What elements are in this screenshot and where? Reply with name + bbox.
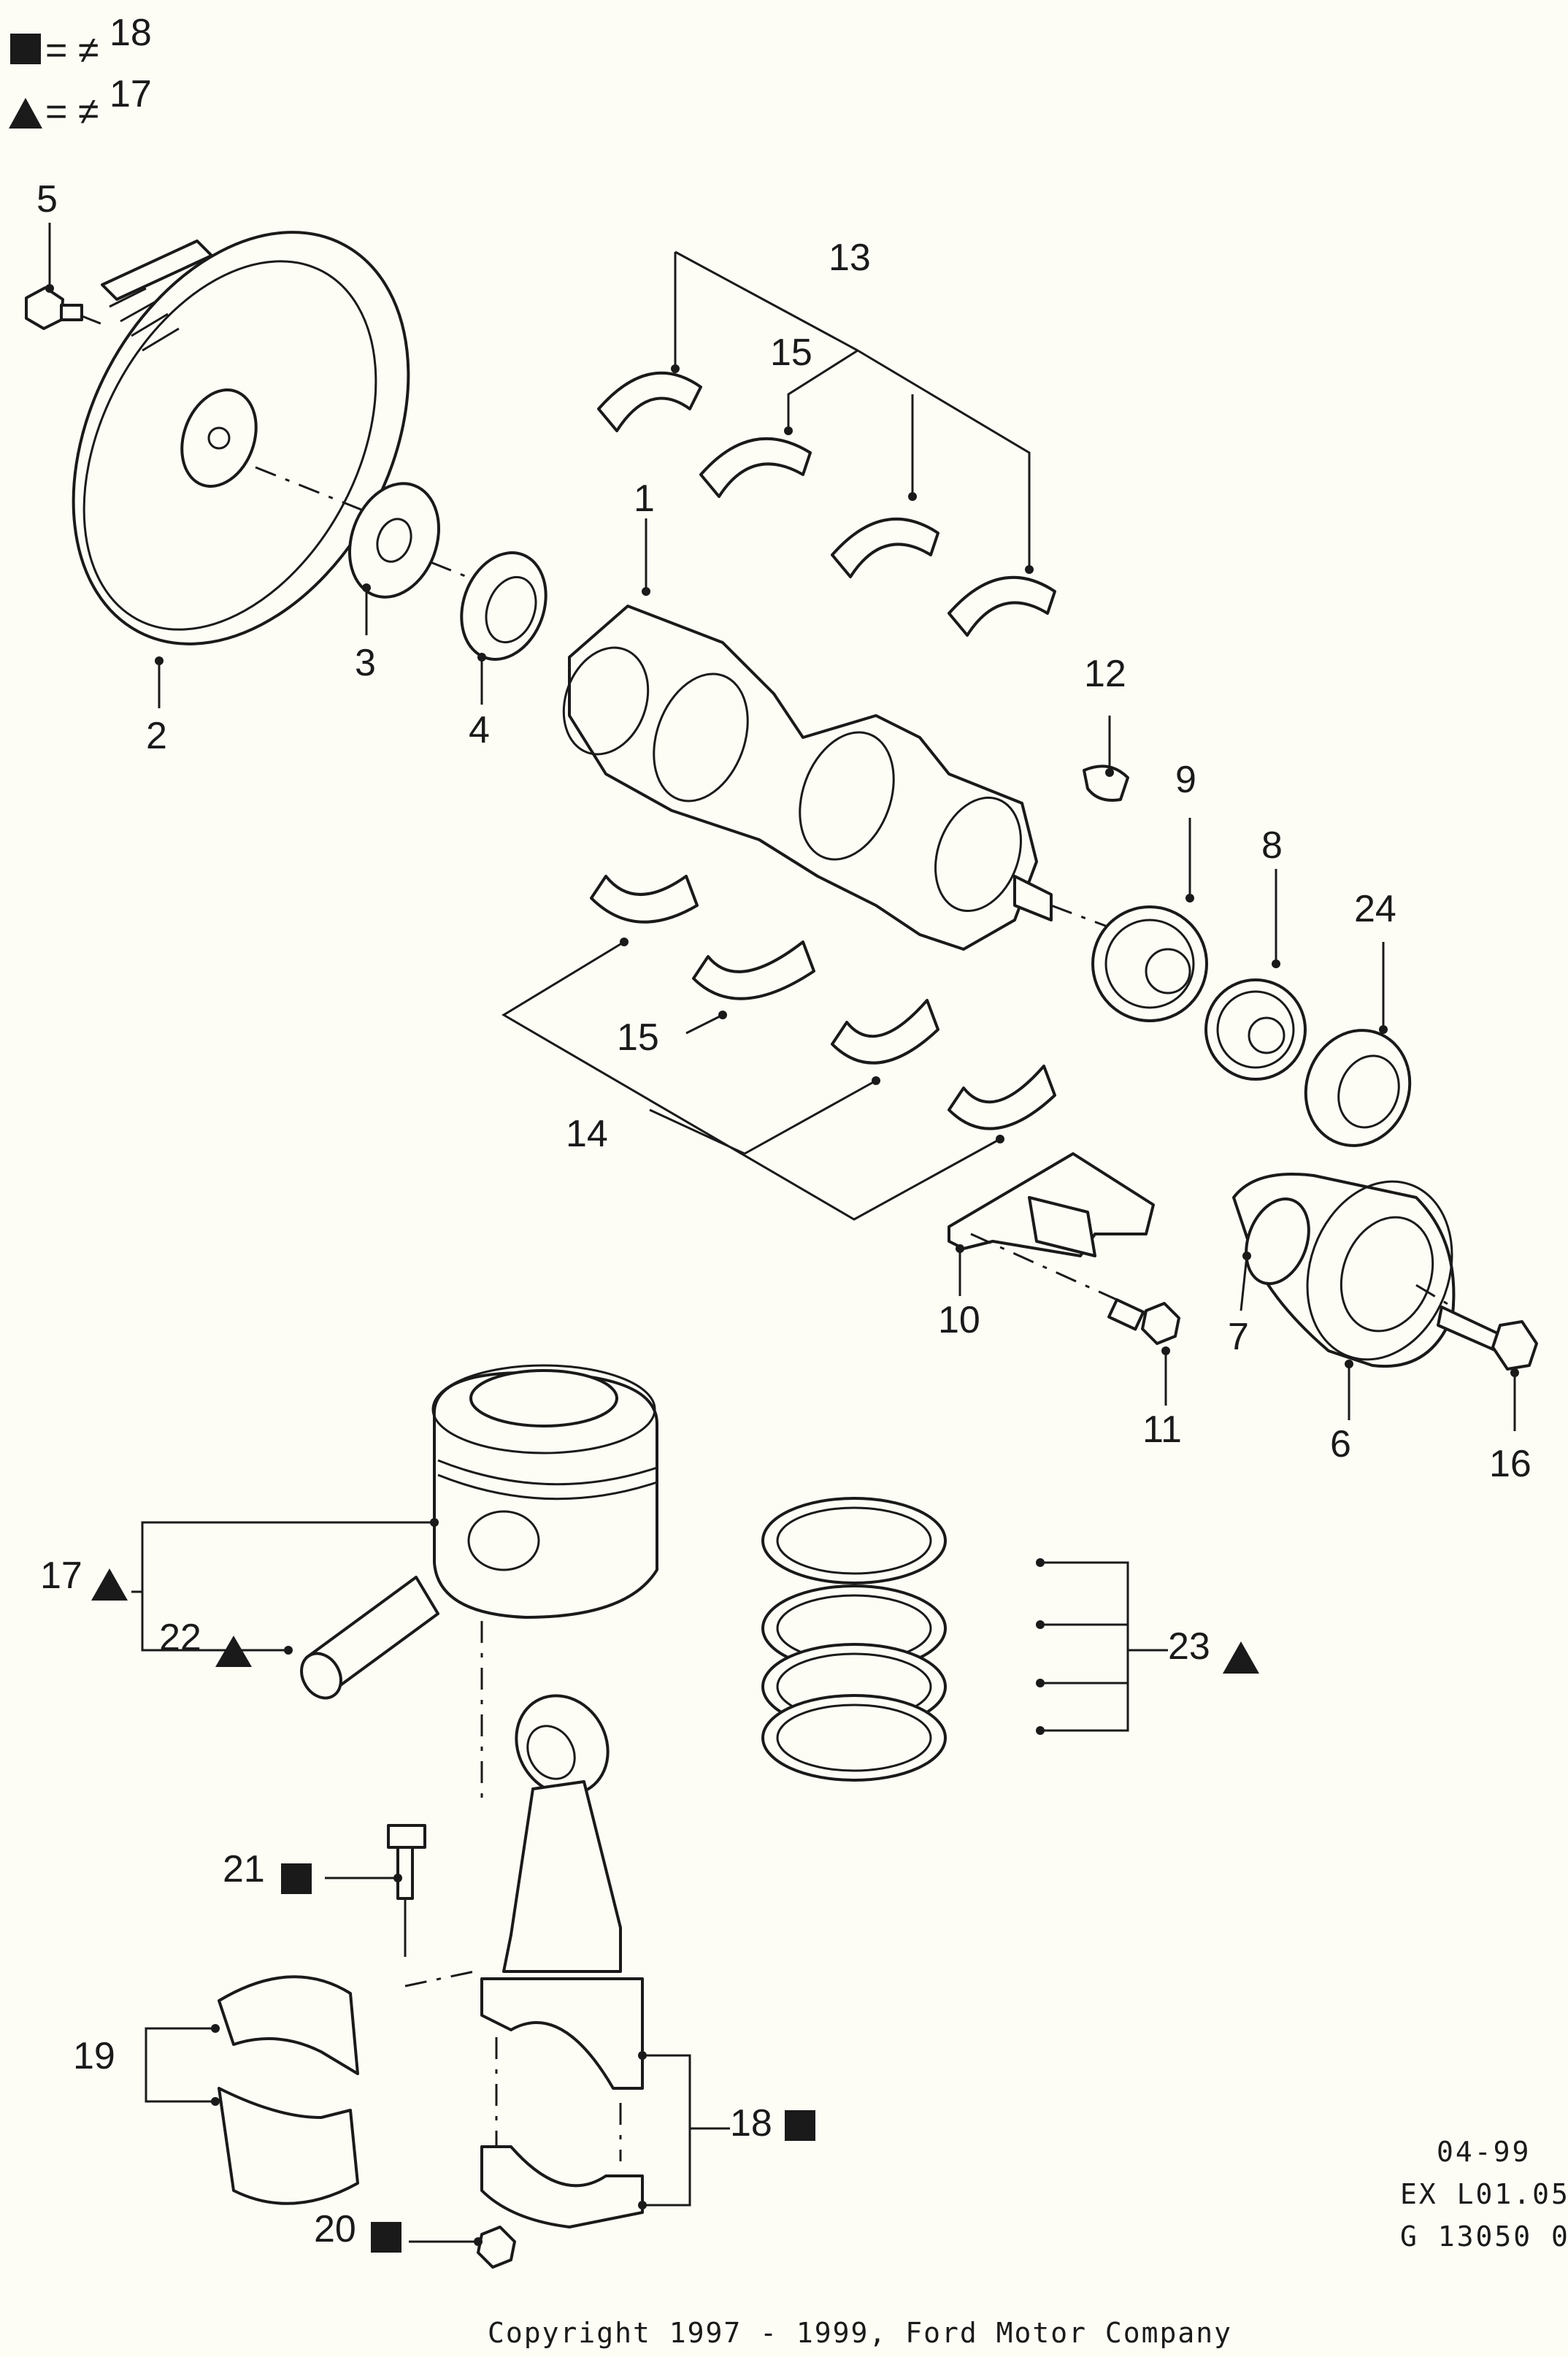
callout-9: 9 (1175, 759, 1196, 801)
callout-24: 24 (1354, 888, 1396, 930)
footer-date: 04-99 (1437, 2136, 1531, 2168)
footer-copyright: Copyright 1997 - 1999, Ford Motor Compan… (488, 2317, 1232, 2349)
upper-bearing-shells (597, 371, 1056, 637)
legend-square-icon (10, 34, 41, 64)
spacer-ring (348, 482, 440, 599)
piston (431, 1364, 658, 1619)
pulley-bolt (1437, 1306, 1538, 1371)
callout-18: 18 (730, 2102, 772, 2145)
callout-21: 21 (223, 1848, 265, 1890)
rod-nut (477, 2226, 516, 2269)
crank-gear (1091, 905, 1208, 1022)
legend-triangle-ref: 17 (109, 73, 152, 115)
piston-pin (300, 1576, 439, 1700)
callout-15b: 15 (617, 1016, 659, 1059)
callout-17-triangle-icon (91, 1568, 128, 1601)
flywheel (72, 231, 410, 645)
flywheel-bolt (25, 286, 83, 330)
oil-baffle-bracket (948, 1152, 1155, 1257)
callout-8: 8 (1261, 824, 1283, 867)
bracket-bolt (1107, 1298, 1180, 1345)
leader-lines (45, 223, 1519, 2246)
callout-22: 22 (159, 1617, 201, 1659)
callout-18-square-icon (785, 2110, 815, 2141)
legend-square-text: = ≠ (45, 29, 99, 72)
oil-pump-gear (1204, 978, 1307, 1081)
footer: 04-99 EX L01.05 G 13050 0 Copyright 1997… (488, 2136, 1568, 2349)
callout-5: 5 (36, 178, 58, 221)
rear-seal (460, 551, 547, 661)
footer-code-2: G 13050 0 (1400, 2220, 1568, 2253)
callout-22-triangle-icon (215, 1636, 252, 1667)
callout-4: 4 (469, 709, 490, 751)
callout-20: 20 (314, 2208, 356, 2250)
callout-19: 19 (73, 2035, 115, 2077)
callout-12: 12 (1084, 653, 1126, 695)
callout-2: 2 (146, 715, 167, 757)
callout-17: 17 (40, 1555, 82, 1597)
callout-3: 3 (355, 642, 376, 684)
footer-code-1: EX L01.05 (1400, 2178, 1568, 2210)
callout-16: 16 (1489, 1443, 1532, 1485)
callout-14: 14 (566, 1113, 608, 1155)
legend-triangle-text: = ≠ (45, 91, 99, 133)
callout-20-square-icon (371, 2222, 401, 2253)
callout-23: 23 (1168, 1625, 1210, 1668)
rod-cap (480, 2145, 644, 2228)
callout-labels: 1 2 3 4 5 6 7 8 9 10 11 12 13 14 15 15 1… (36, 178, 1532, 2253)
front-seal (1304, 1029, 1412, 1147)
callout-11: 11 (1142, 1409, 1182, 1451)
callout-13: 13 (829, 237, 871, 279)
rod-bolt (387, 1824, 426, 1957)
legend: = ≠ 18 = ≠ 17 (9, 12, 152, 133)
legend-square-ref: 18 (109, 12, 152, 54)
legend-triangle-icon (9, 98, 42, 129)
callout-23-triangle-icon (1223, 1641, 1259, 1674)
rod-bearing-shells (218, 1975, 359, 2205)
crankshaft (562, 605, 1053, 951)
piston-rings (761, 1497, 947, 1782)
connecting-rod (480, 1694, 644, 2090)
callout-15a: 15 (770, 331, 812, 374)
lower-bearing-shells (590, 875, 1056, 1130)
callout-7: 7 (1228, 1316, 1249, 1358)
callout-10: 10 (938, 1299, 980, 1341)
callout-21-square-icon (281, 1863, 312, 1894)
crank-pulley (1232, 1173, 1456, 1368)
callout-1: 1 (634, 478, 655, 520)
woodruff-key (1083, 764, 1129, 802)
callout-6: 6 (1330, 1423, 1351, 1465)
